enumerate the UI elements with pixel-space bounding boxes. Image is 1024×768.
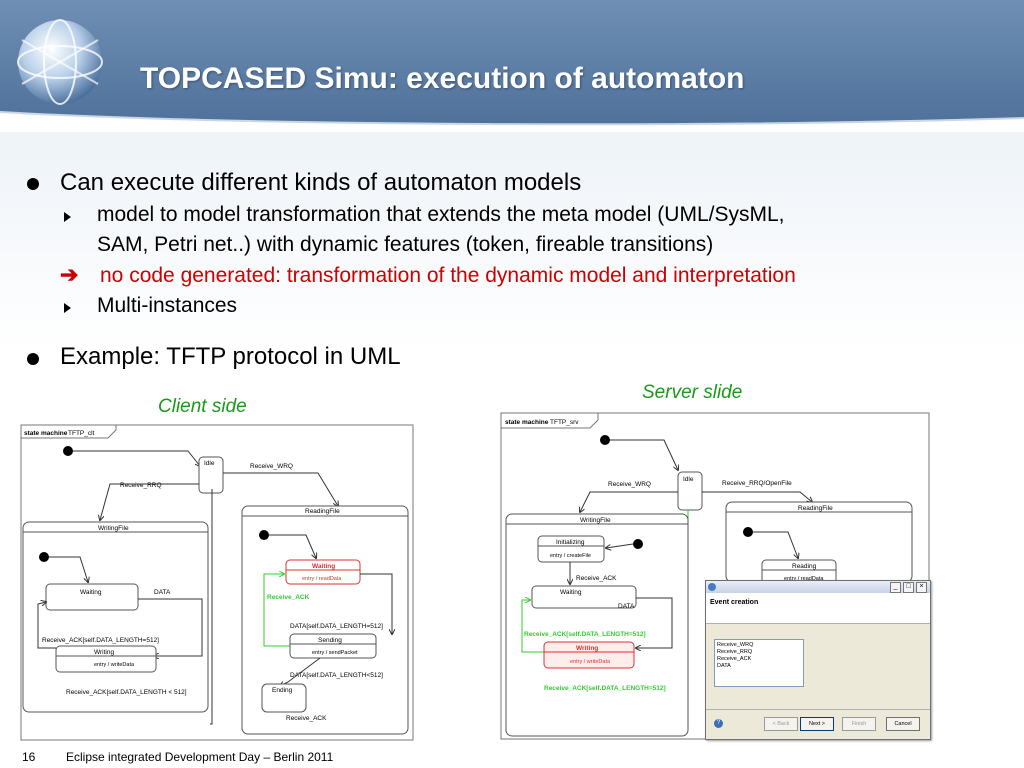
cancel-button[interactable]: Cancel bbox=[886, 717, 920, 731]
server-idle-label: Idle bbox=[683, 476, 694, 483]
server-waiting-state bbox=[531, 585, 637, 609]
next-button[interactable]: Next > bbox=[800, 717, 834, 731]
client-readingfile-label: ReadingFile bbox=[305, 508, 340, 515]
close-icon[interactable]: × bbox=[916, 582, 927, 593]
bullet-example-tftp: Example: TFTP protocol in UML bbox=[60, 343, 401, 370]
server-writing-state bbox=[543, 641, 635, 669]
server-waiting-label: Waiting bbox=[560, 589, 582, 596]
client-sm-name: TFTP_clt bbox=[68, 430, 95, 437]
event-item[interactable]: Receive_WRQ bbox=[717, 642, 754, 648]
sub-bullet-no-code: no code generated: transformation of the… bbox=[100, 264, 796, 287]
client-sending-label: Sending bbox=[318, 637, 342, 644]
right-arrow-icon: ➔ bbox=[60, 262, 79, 287]
minimize-icon[interactable]: _ bbox=[890, 582, 901, 593]
server-readingfile-label: ReadingFile bbox=[798, 505, 833, 512]
client-data-label: DATA bbox=[154, 589, 171, 596]
server-initializing-state bbox=[537, 535, 605, 563]
client-recv-ack-cond: Receive_ACK[self.DATA_LENGTH=512] bbox=[42, 637, 159, 644]
client-frame-tab bbox=[21, 425, 117, 439]
page-number: 16 bbox=[22, 750, 36, 764]
client-recv-ack-lt: Receive_ACK[self.DATA_LENGTH < 512] bbox=[66, 689, 187, 696]
server-reading-label: Reading bbox=[792, 563, 817, 570]
finish-button[interactable]: Finish bbox=[842, 717, 876, 731]
slide-header: TOPCASED Simu: execution of automaton bbox=[0, 0, 1024, 132]
globe-logo-icon bbox=[17, 19, 103, 105]
sub-bullet-transformation: model to model transformation that exten… bbox=[97, 203, 785, 226]
client-data-lt: DATA[self.DATA_LENGTH<512] bbox=[290, 672, 383, 679]
client-writing-entry: entry / writeData bbox=[94, 662, 135, 668]
dialog-banner: Event creation bbox=[706, 593, 930, 624]
client-state-machine: state machine TFTP_clt Idle Receive_WRQ … bbox=[20, 424, 416, 742]
server-caption: Server slide bbox=[642, 382, 743, 403]
server-reading-entry: entry / readData bbox=[784, 576, 824, 582]
client-receive-wrq: Receive_WRQ bbox=[250, 463, 293, 470]
server-writing-entry: entry / writeData bbox=[570, 659, 611, 665]
server-idle-state bbox=[677, 471, 703, 511]
sub-bullet-arrow-icon bbox=[64, 303, 71, 313]
client-writingfile-label: WritingFile bbox=[98, 525, 129, 532]
slide-title: TOPCASED Simu: execution of automaton bbox=[140, 62, 745, 95]
server-initializing-label: Initializing bbox=[556, 539, 585, 546]
client-caption: Client side bbox=[158, 396, 247, 417]
client-diagram-svg: state machine TFTP_clt Idle Receive_WRQ … bbox=[20, 424, 414, 741]
bullet-dot bbox=[27, 178, 39, 190]
client-writing-state bbox=[55, 645, 157, 673]
client-receive-rrq: Receive_RRQ bbox=[120, 482, 162, 489]
bullet-dot bbox=[27, 353, 39, 365]
server-recv-ack-cond2: Receive_ACK[self.DATA_LENGTH=512] bbox=[544, 685, 666, 692]
server-sm-name: TFTP_srv bbox=[550, 419, 579, 426]
client-sending-entry: entry / sendPacket bbox=[312, 650, 358, 656]
server-writingfile-label: WritingFile bbox=[580, 517, 611, 524]
server-receive-wrq: Receive_WRQ bbox=[608, 481, 651, 488]
help-icon[interactable]: ? bbox=[714, 719, 723, 728]
client-writingfile-state bbox=[22, 521, 209, 713]
client-data-eq: DATA[self.DATA_LENGTH=512] bbox=[290, 623, 383, 630]
server-sm-label: state machine bbox=[505, 419, 549, 426]
client-receive-ack-end: Receive_ACK bbox=[286, 715, 327, 722]
server-writing-label: Writing bbox=[576, 645, 598, 652]
client-sm-label: state machine bbox=[24, 430, 68, 437]
client-readingfile-state bbox=[241, 505, 409, 735]
dialog-title: Event creation bbox=[710, 599, 759, 606]
client-waiting-read-state bbox=[285, 559, 361, 585]
server-data-label: DATA bbox=[618, 603, 635, 610]
client-ending-label: Ending bbox=[272, 687, 293, 694]
server-recv-ack-cond: Receive_ACK[self.DATA_LENGTH=512] bbox=[524, 631, 646, 638]
client-idle-label: Idle bbox=[204, 460, 215, 467]
event-item[interactable]: Receive_ACK bbox=[717, 656, 752, 662]
server-initializing-entry: entry / createFile bbox=[550, 553, 591, 559]
client-idle-state bbox=[198, 456, 224, 494]
sub-bullet-multi-instances: Multi-instances bbox=[97, 294, 238, 317]
client-waiting-read-label: Waiting bbox=[312, 563, 335, 570]
header-background bbox=[0, 0, 1024, 132]
client-waiting-state bbox=[45, 583, 139, 611]
event-item[interactable]: DATA bbox=[717, 663, 731, 669]
sub-bullet-arrow-icon bbox=[64, 212, 71, 222]
event-list[interactable]: Receive_WRQ Receive_RRQ Receive_ACK DATA bbox=[714, 639, 804, 687]
footer-text: Eclipse integrated Development Day – Ber… bbox=[66, 750, 334, 764]
server-receive-ack: Receive_ACK bbox=[576, 575, 617, 582]
server-writingfile-state bbox=[505, 513, 689, 737]
server-receive-rrq-open: Receive_RRQ/OpenFile bbox=[722, 480, 792, 487]
app-icon bbox=[708, 583, 716, 591]
bullet-execute-models: Can execute different kinds of automaton… bbox=[60, 169, 582, 196]
event-creation-dialog: _ □ × Event creation Receive_WRQ Receive… bbox=[705, 580, 931, 740]
event-item[interactable]: Receive_RRQ bbox=[717, 649, 753, 655]
client-sending-state bbox=[289, 633, 377, 659]
dialog-titlebar: _ □ × bbox=[706, 581, 930, 593]
back-button[interactable]: < Back bbox=[764, 717, 798, 731]
sub-bullet-transformation-cont: SAM, Petri net..) with dynamic features … bbox=[97, 233, 714, 256]
client-waiting-label: Waiting bbox=[80, 589, 102, 596]
maximize-icon[interactable]: □ bbox=[903, 582, 914, 593]
dialog-divider bbox=[706, 709, 930, 710]
client-initial-node bbox=[63, 446, 73, 456]
client-waiting-read-entry: entry / readData bbox=[302, 576, 342, 582]
client-ending-state bbox=[261, 683, 307, 713]
client-receive-ack-green: Receive_ACK bbox=[267, 594, 310, 601]
client-writing-label: Writing bbox=[94, 649, 114, 656]
